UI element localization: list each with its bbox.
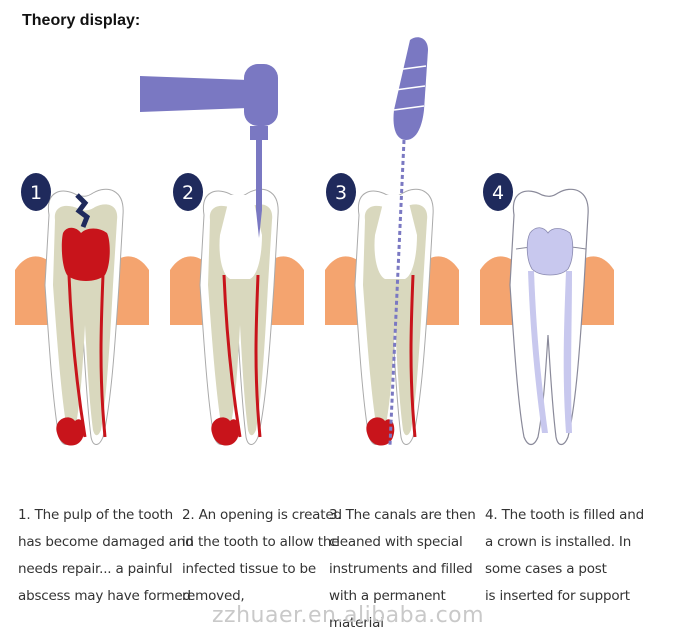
- cleaned-chamber: [374, 195, 417, 279]
- step-4-caption: 4. The tooth is filled and a crown is in…: [485, 502, 644, 610]
- step-badge-1: 1: [21, 173, 51, 211]
- caption-line: abscess may have formed: [18, 588, 191, 604]
- caption-line: cleaned with special: [329, 534, 463, 550]
- tooth-crack: [75, 193, 91, 228]
- gum-left: [15, 256, 49, 325]
- page-title: Theory display:: [22, 12, 141, 29]
- root-canal-file: [388, 37, 428, 446]
- drill-opening: [219, 195, 262, 279]
- step-2-caption: 2. An opening is created in the tooth to…: [182, 502, 342, 610]
- step-number-4: 4: [492, 182, 504, 204]
- caption-line: 3. The canals are then: [329, 507, 476, 523]
- abscess: [211, 417, 240, 446]
- canal-right: [99, 274, 107, 438]
- step-4-illustration: [480, 188, 614, 446]
- step-2-illustration: [170, 188, 304, 446]
- step-1-illustration: [15, 188, 149, 446]
- canal-left: [222, 274, 242, 438]
- step-number-3: 3: [335, 182, 347, 204]
- step-number-2: 2: [182, 182, 194, 204]
- gum-left: [480, 256, 514, 325]
- caption-line: a crown is installed. In: [485, 534, 632, 550]
- caption-line: material: [329, 615, 384, 631]
- caption-line: instruments and filled: [329, 561, 473, 577]
- caption-line: needs repair... a painful: [18, 561, 173, 577]
- step-3-caption: 3. The canals are then cleaned with spec…: [329, 502, 479, 637]
- step-3-illustration: [325, 188, 459, 446]
- caption-line: 4. The tooth is filled and: [485, 507, 644, 523]
- gum-right: [425, 256, 459, 325]
- abscess: [366, 417, 395, 446]
- step-number-1: 1: [30, 182, 42, 204]
- caption-line: in the tooth to allow the: [182, 534, 340, 550]
- canal-right: [254, 274, 262, 438]
- step-1-caption: 1. The pulp of the tooth has become dama…: [18, 502, 194, 610]
- pulp-chamber: [61, 227, 110, 281]
- gum-right: [580, 256, 614, 325]
- filling-chamber: [526, 227, 574, 276]
- gum-right: [270, 256, 304, 325]
- gum-left: [325, 256, 359, 325]
- gum-right: [115, 256, 149, 325]
- canal-right: [409, 274, 417, 438]
- caption-line: infected tissue to be: [182, 561, 317, 577]
- abscess: [56, 417, 85, 446]
- step-badge-2: 2: [173, 173, 203, 211]
- step-badge-4: 4: [483, 173, 513, 211]
- caption-line: is inserted for support: [485, 588, 630, 604]
- filled-canal-right: [563, 271, 572, 433]
- caption-line: 1. The pulp of the tooth: [18, 507, 173, 523]
- root-canal-diagram: 1 2 3 4: [15, 37, 614, 446]
- filled-canal-left: [528, 271, 548, 433]
- canal-left: [67, 274, 87, 438]
- caption-line: some cases a post: [485, 561, 607, 577]
- tooth-body: [509, 188, 589, 446]
- step-badge-3: 3: [326, 173, 356, 211]
- dental-handpiece: [140, 64, 278, 238]
- caption-line: removed,: [182, 588, 245, 604]
- caption-line: with a permanent: [329, 588, 446, 604]
- gum-left: [170, 256, 204, 325]
- caption-line: 2. An opening is created: [182, 507, 342, 523]
- watermark: zzhuaer.en.alibaba.com: [212, 603, 485, 628]
- caption-line: has become damaged and: [18, 534, 194, 550]
